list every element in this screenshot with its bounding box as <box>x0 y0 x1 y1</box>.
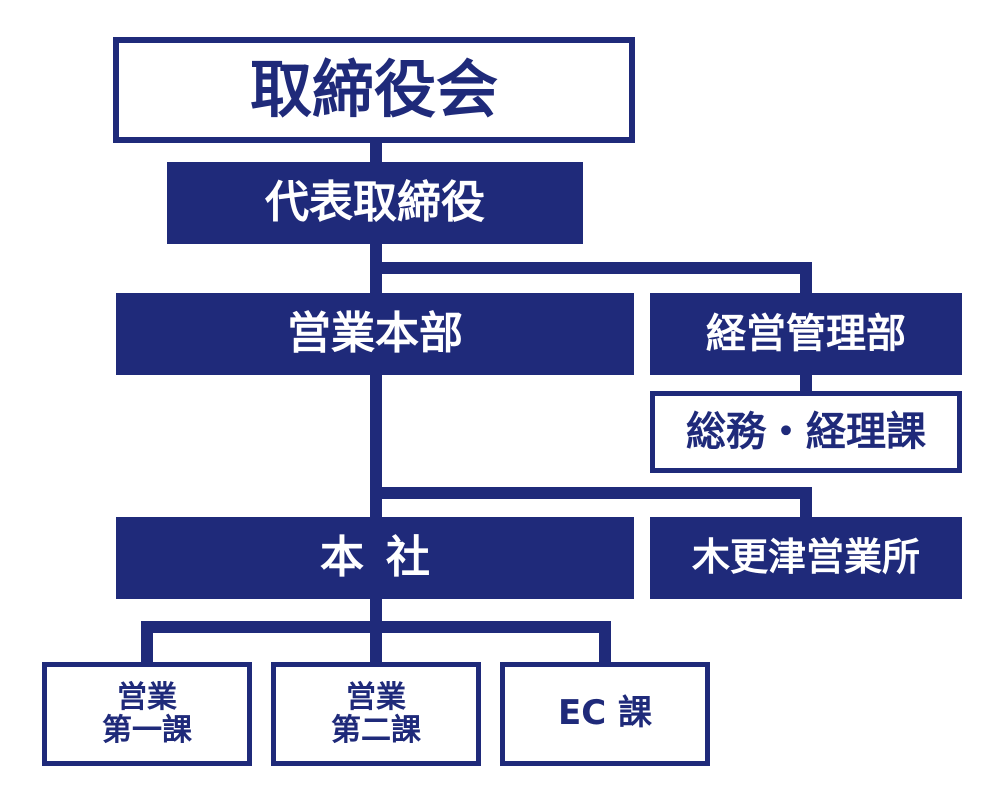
management-department-label: 経営管理部 <box>706 311 906 357</box>
ec-section-box: EC 課 <box>500 662 710 766</box>
head-office-label: 本社 <box>320 531 452 583</box>
management-department-box: 経営管理部 <box>650 293 962 375</box>
ec-section-label: EC 課 <box>557 693 652 734</box>
head-office-box: 本社 <box>116 517 634 599</box>
general-accounting-section-label: 総務・経理課 <box>686 409 926 455</box>
kisarazu-sales-office-label: 木更津営業所 <box>691 535 920 580</box>
general-accounting-section-box: 総務・経理課 <box>650 391 962 473</box>
bottom-branch-line <box>141 621 611 668</box>
branch-mgmt-line <box>370 262 812 299</box>
sales-section-2-line2: 第二課 <box>331 713 421 748</box>
representative-director-label: 代表取締役 <box>265 176 485 228</box>
sales-headquarters-label: 営業本部 <box>287 307 463 359</box>
sales-section-1-line2: 第一課 <box>102 713 192 748</box>
representative-director-box: 代表取締役 <box>167 162 583 244</box>
board-of-directors-label: 取締役会 <box>249 52 498 126</box>
board-of-directors-box: 取締役会 <box>113 37 635 143</box>
sales-section-1-box: 営業 第一課 <box>42 662 252 766</box>
sales-section-2-box: 営業 第二課 <box>271 662 481 766</box>
sales-section-2-line1: 営業 <box>346 680 406 715</box>
sales-section-1-line1: 営業 <box>117 680 177 715</box>
kisarazu-sales-office-box: 木更津営業所 <box>650 517 962 599</box>
sales-headquarters-box: 営業本部 <box>116 293 634 375</box>
branch-kisarazu-line <box>370 487 812 523</box>
